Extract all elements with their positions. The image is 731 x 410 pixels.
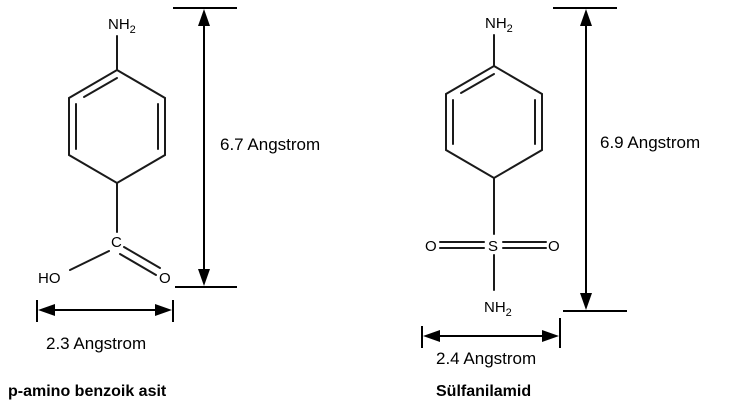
paba-hydroxyl-label: HO [38, 270, 61, 287]
paba-hydroxyl-bond [69, 250, 110, 271]
paba-benzene-ring [68, 68, 166, 185]
paba-length-dimension: 6.7 Angstrom [173, 7, 320, 288]
sulfa-sulfur-label: S [488, 238, 498, 255]
paba-ring-double-bond-top [83, 77, 118, 98]
sulfa-bottom-nh2-label: NH2 [484, 299, 512, 319]
sulfa-width-dimension: 2.4 Angstrom [421, 318, 561, 368]
paba-carbonyl-bond-1 [123, 246, 161, 269]
sulfa-width-arrow-left [423, 330, 440, 342]
sulfa-length-label: 6.9 Angstrom [600, 133, 700, 152]
paba-width-arrow-left [38, 304, 55, 316]
sulfa-length-dimension: 6.9 Angstrom [553, 7, 700, 312]
paba-length-arrow-top [198, 9, 210, 26]
sulfa-top-nh2-label: NH2 [485, 15, 513, 35]
paba-width-dimension: 2.3 Angstrom [36, 300, 174, 353]
sulfa-length-arrow-bottom [580, 293, 592, 310]
sulfa-benzene-ring [445, 64, 543, 180]
paba-caption: p-amino benzoik asit [8, 383, 167, 400]
paba-carbon-label: C [111, 234, 122, 251]
sulfa-length-arrow-top [580, 9, 592, 26]
sulfa-width-arrow-right [542, 330, 559, 342]
paba-length-arrow-bottom [198, 269, 210, 286]
paba-molecule: NH2 C HO O [38, 16, 171, 287]
sulfa-caption: Sülfanilamid [436, 383, 531, 400]
paba-width-arrow-right [155, 304, 172, 316]
sulfa-oxygen-right-label: O [548, 238, 560, 255]
paba-width-label: 2.3 Angstrom [46, 334, 146, 353]
sulfa-ring-double-bond-top [460, 73, 495, 94]
paba-length-label: 6.7 Angstrom [220, 135, 320, 154]
paba-nh2-label: NH2 [108, 16, 136, 36]
paba-carbonyl-oxygen-label: O [159, 270, 171, 287]
sulfa-width-label: 2.4 Angstrom [436, 349, 536, 368]
sulfa-oxygen-left-label: O [425, 238, 437, 255]
sulfanilamide-molecule: NH2 S O O NH2 [425, 15, 560, 319]
paba-carbonyl-bond-2 [119, 253, 157, 276]
